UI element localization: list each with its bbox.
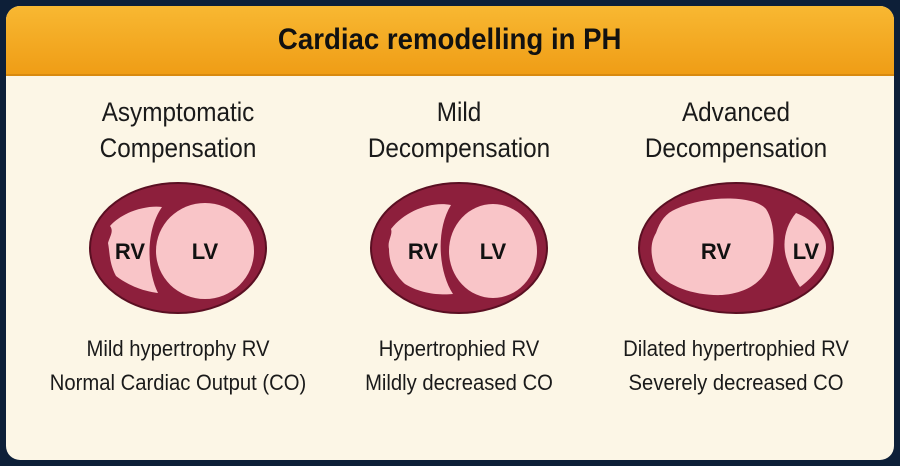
lv-label: LV xyxy=(793,239,820,264)
stage-desc-line2: Severely decreased CO xyxy=(628,370,844,395)
stage-description: Hypertrophied RV Mildly decreased CO xyxy=(326,332,593,400)
stage-title-line1: Advanced xyxy=(681,97,791,127)
rv-chamber xyxy=(388,204,453,295)
stage-desc-line1: Hypertrophied RV xyxy=(378,336,540,361)
stage-title-line1: Mild xyxy=(436,97,482,127)
rv-chamber xyxy=(651,198,774,296)
heart-cross-section: RV LV xyxy=(89,182,267,314)
stage-title: Advanced Decompensation xyxy=(606,94,867,166)
stage-title-line2: Compensation xyxy=(99,133,257,163)
title-banner: Cardiac remodelling in PH xyxy=(6,6,894,76)
stage-title-line2: Decompensation xyxy=(367,133,551,163)
stage-mild-decompensation: Mild Decompensation RV LV Hypertrophied … xyxy=(314,86,604,395)
stage-title-line1: Asymptomatic xyxy=(101,97,255,127)
rv-label: RV xyxy=(408,239,438,264)
rv-label: RV xyxy=(115,239,145,264)
stage-asymptomatic-compensation: Asymptomatic Compensation RV LV Mild hyp… xyxy=(33,86,323,395)
stage-desc-line2: Mildly decreased CO xyxy=(365,370,553,395)
lv-label: LV xyxy=(480,239,507,264)
lv-chamber xyxy=(449,204,537,298)
stage-desc-line2: Normal Cardiac Output (CO) xyxy=(49,370,307,395)
stage-description: Mild hypertrophy RV Normal Cardiac Outpu… xyxy=(45,332,312,400)
heart-cross-section: RV LV xyxy=(638,182,834,314)
rv-label: RV xyxy=(701,239,731,264)
diagram-frame: Cardiac remodelling in PH Asymptomatic C… xyxy=(6,6,894,460)
stage-desc-line1: Mild hypertrophy RV xyxy=(86,336,270,361)
lv-chamber xyxy=(784,213,826,287)
stage-desc-line1: Dilated hypertrophied RV xyxy=(623,336,849,361)
stage-advanced-decompensation: Advanced Decompensation RV LV Dilated hy… xyxy=(591,86,881,395)
stage-title: Mild Decompensation xyxy=(329,94,590,166)
stage-description: Dilated hypertrophied RV Severely decrea… xyxy=(603,332,870,400)
rv-chamber xyxy=(108,206,162,293)
lv-chamber xyxy=(156,203,254,299)
diagram-title: Cardiac remodelling in PH xyxy=(278,23,622,56)
heart-cross-section: RV LV xyxy=(370,182,548,314)
lv-label: LV xyxy=(192,239,219,264)
stage-title: Asymptomatic Compensation xyxy=(48,94,309,166)
stage-title-line2: Decompensation xyxy=(644,133,828,163)
